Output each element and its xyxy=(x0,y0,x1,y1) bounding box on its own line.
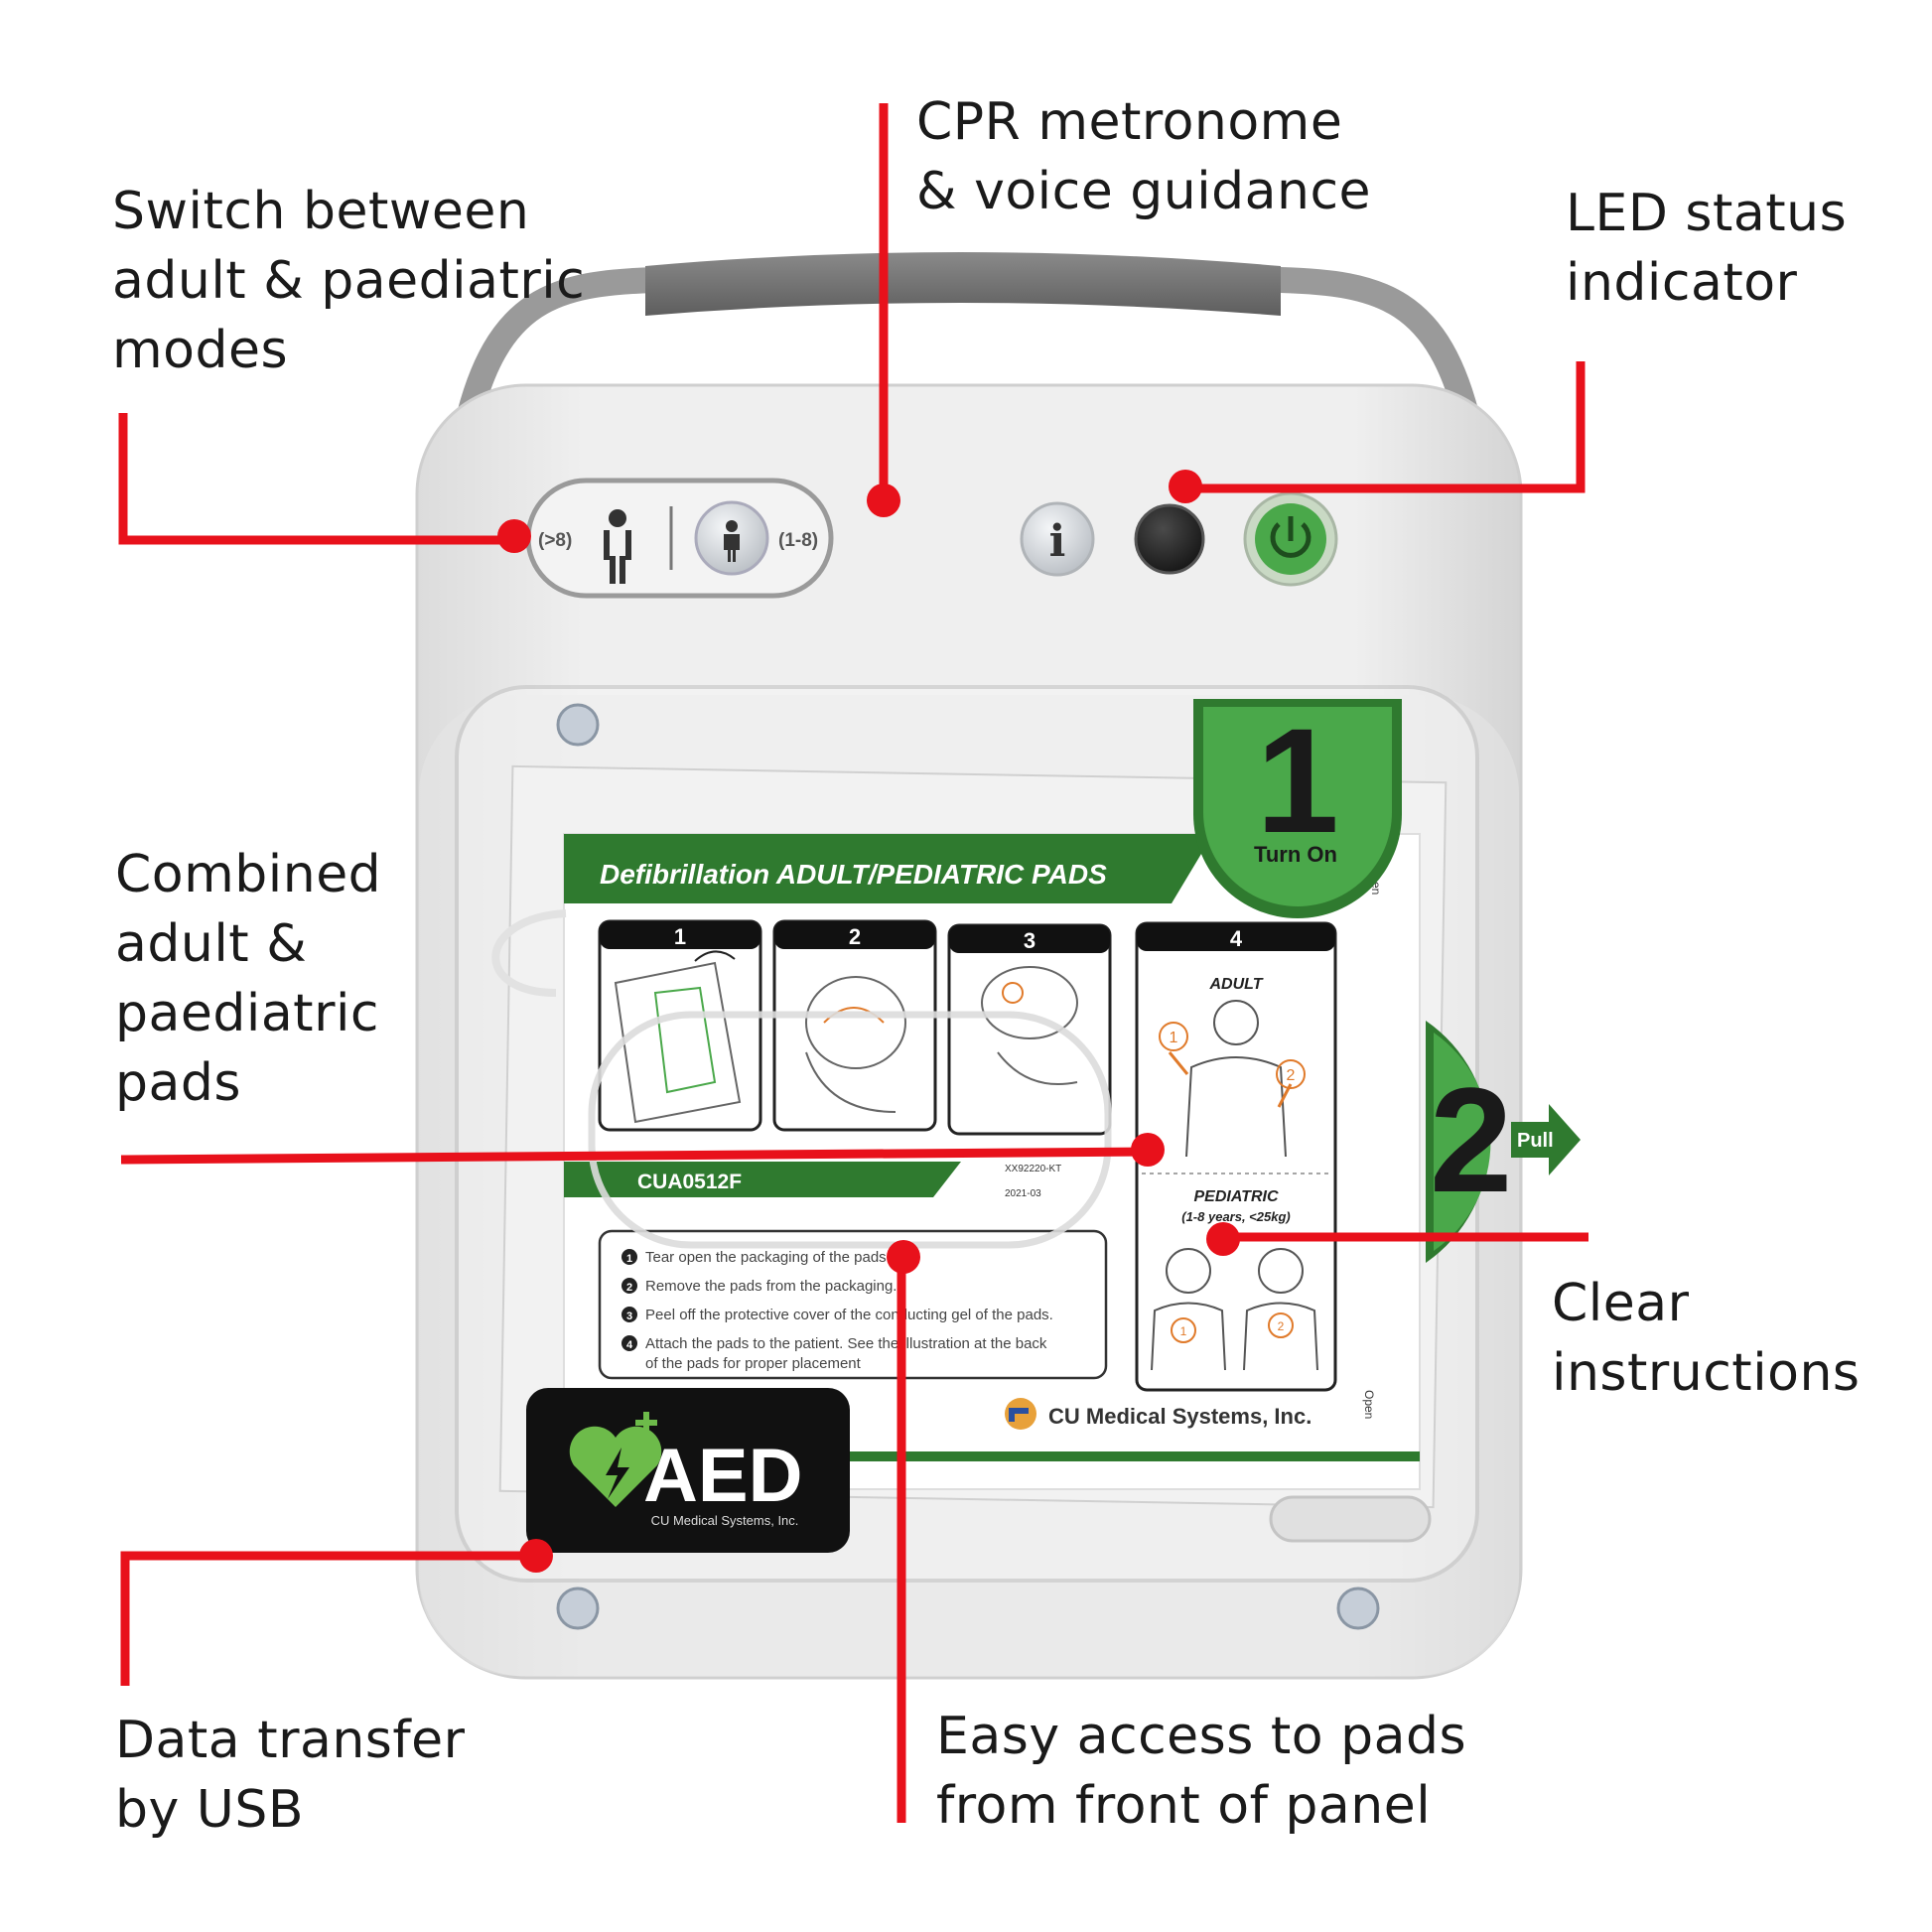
instruction-line: Tear open the packaging of the pads. xyxy=(645,1249,891,1266)
mode-child-label: (1-8) xyxy=(778,530,818,551)
mode-adult-label: (>8) xyxy=(538,530,572,551)
callout-cpr-guidance: CPR metronome & voice guidance xyxy=(916,92,1372,221)
pad-package[interactable]: Defibrillation ADULT/PEDIATRIC PADS Open… xyxy=(498,764,1448,1509)
callout-mode-switch: Switch between adult & paediatric modes xyxy=(112,182,586,380)
pad-mark: 1 xyxy=(1170,1030,1178,1046)
step1-badge: 1 Turn On xyxy=(1193,697,1402,918)
pull-arrow-icon xyxy=(1511,1104,1581,1175)
child-figure-icon xyxy=(724,520,740,562)
usb-port[interactable] xyxy=(1269,1495,1432,1543)
callout-usb-transfer: Data transfer by USB xyxy=(115,1711,466,1840)
carry-handle[interactable] xyxy=(454,252,1482,430)
power-button[interactable] xyxy=(1243,491,1338,587)
step1-label: Turn On xyxy=(1254,842,1337,867)
pediatric-sub: (1-8 years, <25kg) xyxy=(1181,1209,1290,1224)
aed-subtitle: CU Medical Systems, Inc. xyxy=(651,1513,799,1528)
led-status-indicator xyxy=(1134,503,1205,575)
model-code: CUA0512F xyxy=(637,1171,742,1193)
callout-combined-pads: Combined adult & paediatric pads xyxy=(115,845,382,1113)
instruction-line: of the pads for proper placement xyxy=(645,1355,862,1372)
child-torso-illustration xyxy=(1151,1248,1318,1371)
adult-label: ADULT xyxy=(1208,976,1263,993)
instruction-line: Peel off the protective cover of the con… xyxy=(645,1307,1053,1323)
instruction-line: Attach the pads to the patient. See the … xyxy=(645,1335,1047,1352)
step2-badge: 2 Pull xyxy=(1426,1021,1581,1263)
step2-label: Pull xyxy=(1517,1130,1554,1152)
info-icon: i xyxy=(1049,516,1066,567)
instruction-mark: 4 xyxy=(626,1339,633,1351)
expiry-date: 2021-03 xyxy=(1005,1188,1041,1199)
manufacturer-name: CU Medical Systems, Inc. xyxy=(1048,1404,1311,1429)
aed-title: AED xyxy=(643,1434,802,1518)
step1-number: 1 xyxy=(1256,697,1338,864)
instruction-mark: 2 xyxy=(626,1282,632,1294)
pediatric-label: PEDIATRIC xyxy=(1193,1188,1278,1205)
instruction-line: Remove the pads from the packaging. xyxy=(645,1278,897,1295)
callout-dot-icon xyxy=(497,470,1240,1573)
manufacturer-logo-icon xyxy=(1005,1398,1036,1430)
pad-cable xyxy=(491,909,567,997)
panel-number: 4 xyxy=(1230,926,1243,951)
adult-torso-illustration xyxy=(1159,1000,1306,1158)
open-label-bottom: Open xyxy=(1362,1390,1376,1419)
power-icon xyxy=(1270,516,1311,558)
pad-header: Defibrillation ADULT/PEDIATRIC PADS xyxy=(600,859,1107,890)
lot-code: XX92220-KT xyxy=(1005,1164,1061,1174)
adult-figure-icon xyxy=(604,509,631,584)
panel-number: 1 xyxy=(674,924,686,949)
panel-number: 3 xyxy=(1024,928,1035,953)
pad-mark: 2 xyxy=(1287,1067,1296,1084)
cover-screw-icon xyxy=(556,703,1380,1630)
pad-mark: 2 xyxy=(1278,1319,1285,1333)
heart-bolt-icon xyxy=(569,1412,662,1507)
info-button[interactable]: i xyxy=(1020,501,1095,577)
callout-pad-access: Easy access to pads from front of panel xyxy=(936,1707,1467,1836)
instruction-mark: 1 xyxy=(626,1253,632,1265)
panel-number: 2 xyxy=(849,924,861,949)
aed-label: AED CU Medical Systems, Inc. xyxy=(526,1388,850,1553)
pad-pull-handle[interactable] xyxy=(588,1011,1112,1249)
instruction-step-icon xyxy=(621,1249,637,1351)
step2-number: 2 xyxy=(1430,1056,1512,1223)
callout-leaders xyxy=(118,103,1588,1823)
mode-switch[interactable]: (>8) (1-8) xyxy=(525,478,834,599)
instruction-text-box xyxy=(598,1229,1108,1380)
callout-led-status: LED status indicator xyxy=(1566,184,1848,313)
pad-mark: 1 xyxy=(1180,1324,1187,1338)
callout-clear-instructions: Clear instructions xyxy=(1552,1274,1861,1403)
panel-illustration xyxy=(614,950,1078,1124)
instruction-mark: 3 xyxy=(626,1311,632,1322)
